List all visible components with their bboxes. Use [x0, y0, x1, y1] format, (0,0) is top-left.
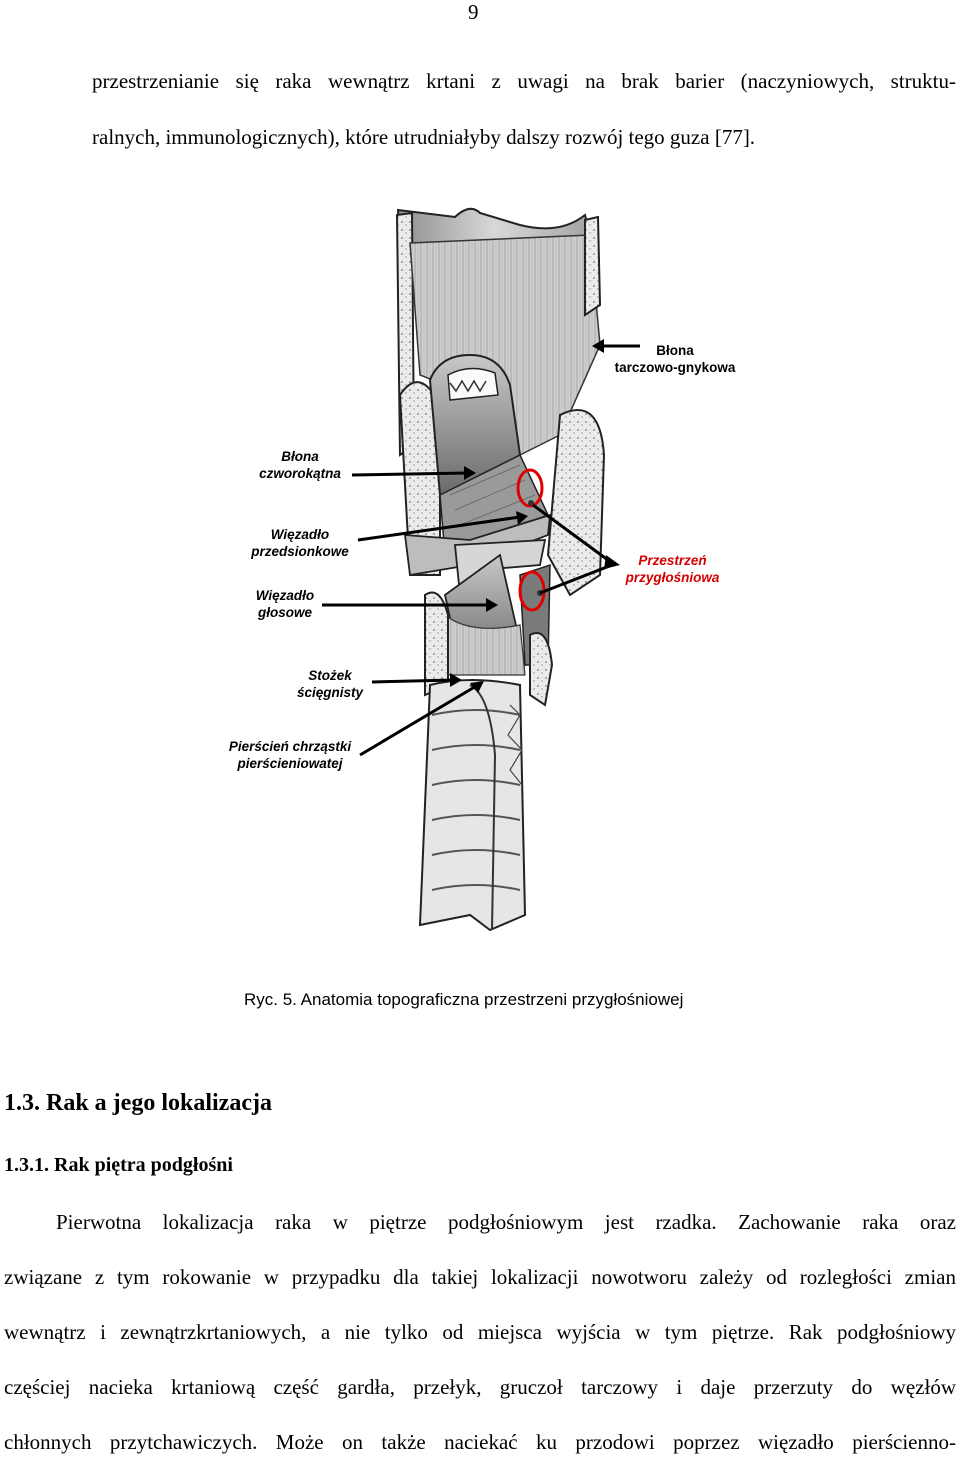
- paragraph-line-1: Pierwotna lokalizacja raka w piętrze pod…: [56, 1210, 956, 1234]
- paragraph-line-4: częściej nacieka krtaniową część gardła,…: [4, 1375, 956, 1399]
- paraglottic-upper-marker: [516, 468, 544, 508]
- paragraph-line-5: chłonnych przytchawiczych. Może on także…: [4, 1430, 956, 1454]
- label-przestrzen-przyglosniowa: Przestrzeń przygłośniowa: [625, 553, 720, 585]
- label-blona-czworokatna: Błona czworokątna: [259, 449, 341, 481]
- figure-caption: Ryc. 5. Anatomia topograficzna przestrze…: [244, 990, 684, 1009]
- label-pierscien-chrzastki: Pierścień chrząstki pierścieniowatej: [228, 739, 352, 771]
- label-wiezadlo-glosowe: Więzadło głosowe: [255, 588, 315, 620]
- intro-line-2: ralnych, immunologicznych), które utrudn…: [92, 125, 756, 149]
- label-stozek-scięgnisty: Stożek ścięgnisty: [296, 668, 364, 700]
- page-number: 9: [468, 0, 479, 24]
- intro-line-1: przestrzenianie się raka wewnątrz krtani…: [92, 69, 956, 93]
- label-wiezadlo-przedsionkowe: Więzadło przedsionkowe: [251, 527, 349, 559]
- larynx-illustration: [322, 207, 640, 932]
- paragraph-line-2: związane z tym rokowanie w przypadku dla…: [4, 1265, 956, 1289]
- section-heading: 1.3. Rak a jego lokalizacja: [4, 1090, 272, 1116]
- label-blona-tarczowo-gnykowa: Błona tarczowo-gnykowa: [614, 343, 736, 375]
- larynx-figure: Błona tarczowo-gnykowa Błona czworokątna…: [0, 195, 960, 935]
- subsection-heading: 1.3.1. Rak piętra podgłośni: [4, 1154, 233, 1176]
- paragraph-line-3: wewnątrz i zewnątrzkrtaniowych, a nie ty…: [4, 1320, 956, 1344]
